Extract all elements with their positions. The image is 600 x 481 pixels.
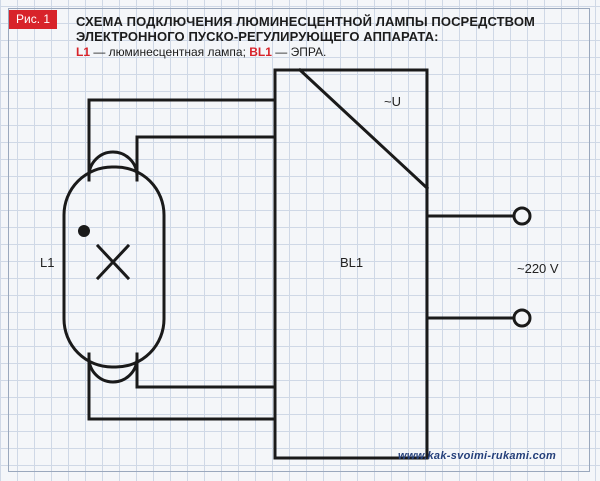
supply-terminal-1 — [512, 206, 532, 226]
ballast-box — [273, 68, 429, 460]
wire-top-outer — [87, 98, 277, 178]
ballast-diagonal — [297, 67, 430, 191]
lamp-dot — [78, 225, 90, 237]
title-line-2: ЭЛЕКТРОННОГО ПУСКО-РЕГУЛИРУЮЩЕГО АППАРАТ… — [76, 29, 439, 44]
legend-bl1-code: BL1 — [249, 45, 272, 59]
lamp-cross-b — [95, 243, 131, 281]
wire-bottom-outer — [87, 356, 277, 421]
diagram-title: СХЕМА ПОДКЛЮЧЕНИЯ ЛЮМИНЕСЦЕНТНОЙ ЛАМПЫ П… — [76, 14, 596, 44]
supply-voltage-label: ~220 V — [517, 261, 559, 276]
lamp-label: L1 — [40, 255, 54, 270]
supply-terminal-2 — [512, 308, 532, 328]
figure-tag: Рис. 1 — [9, 10, 58, 29]
legend-bl1-text: — ЭПРА. — [271, 45, 327, 59]
lamp-tube — [62, 165, 166, 369]
diagram-frame — [8, 8, 590, 472]
title-line-1: СХЕМА ПОДКЛЮЧЕНИЯ ЛЮМИНЕСЦЕНТНОЙ ЛАМПЫ П… — [76, 14, 535, 29]
legend-l1-text: — люминесцентная лампа; — [90, 45, 250, 59]
watermark: www.kak-svoimi-rukami.com — [398, 450, 557, 462]
ballast-symbol-label: ~U — [384, 94, 401, 109]
legend: L1 — люминесцентная лампа; BL1 — ЭПРА. — [76, 45, 326, 59]
legend-l1-code: L1 — [76, 45, 91, 59]
wire-bottom-inner — [135, 356, 277, 389]
ballast-label: BL1 — [340, 255, 363, 270]
wire-top-inner — [135, 135, 277, 178]
